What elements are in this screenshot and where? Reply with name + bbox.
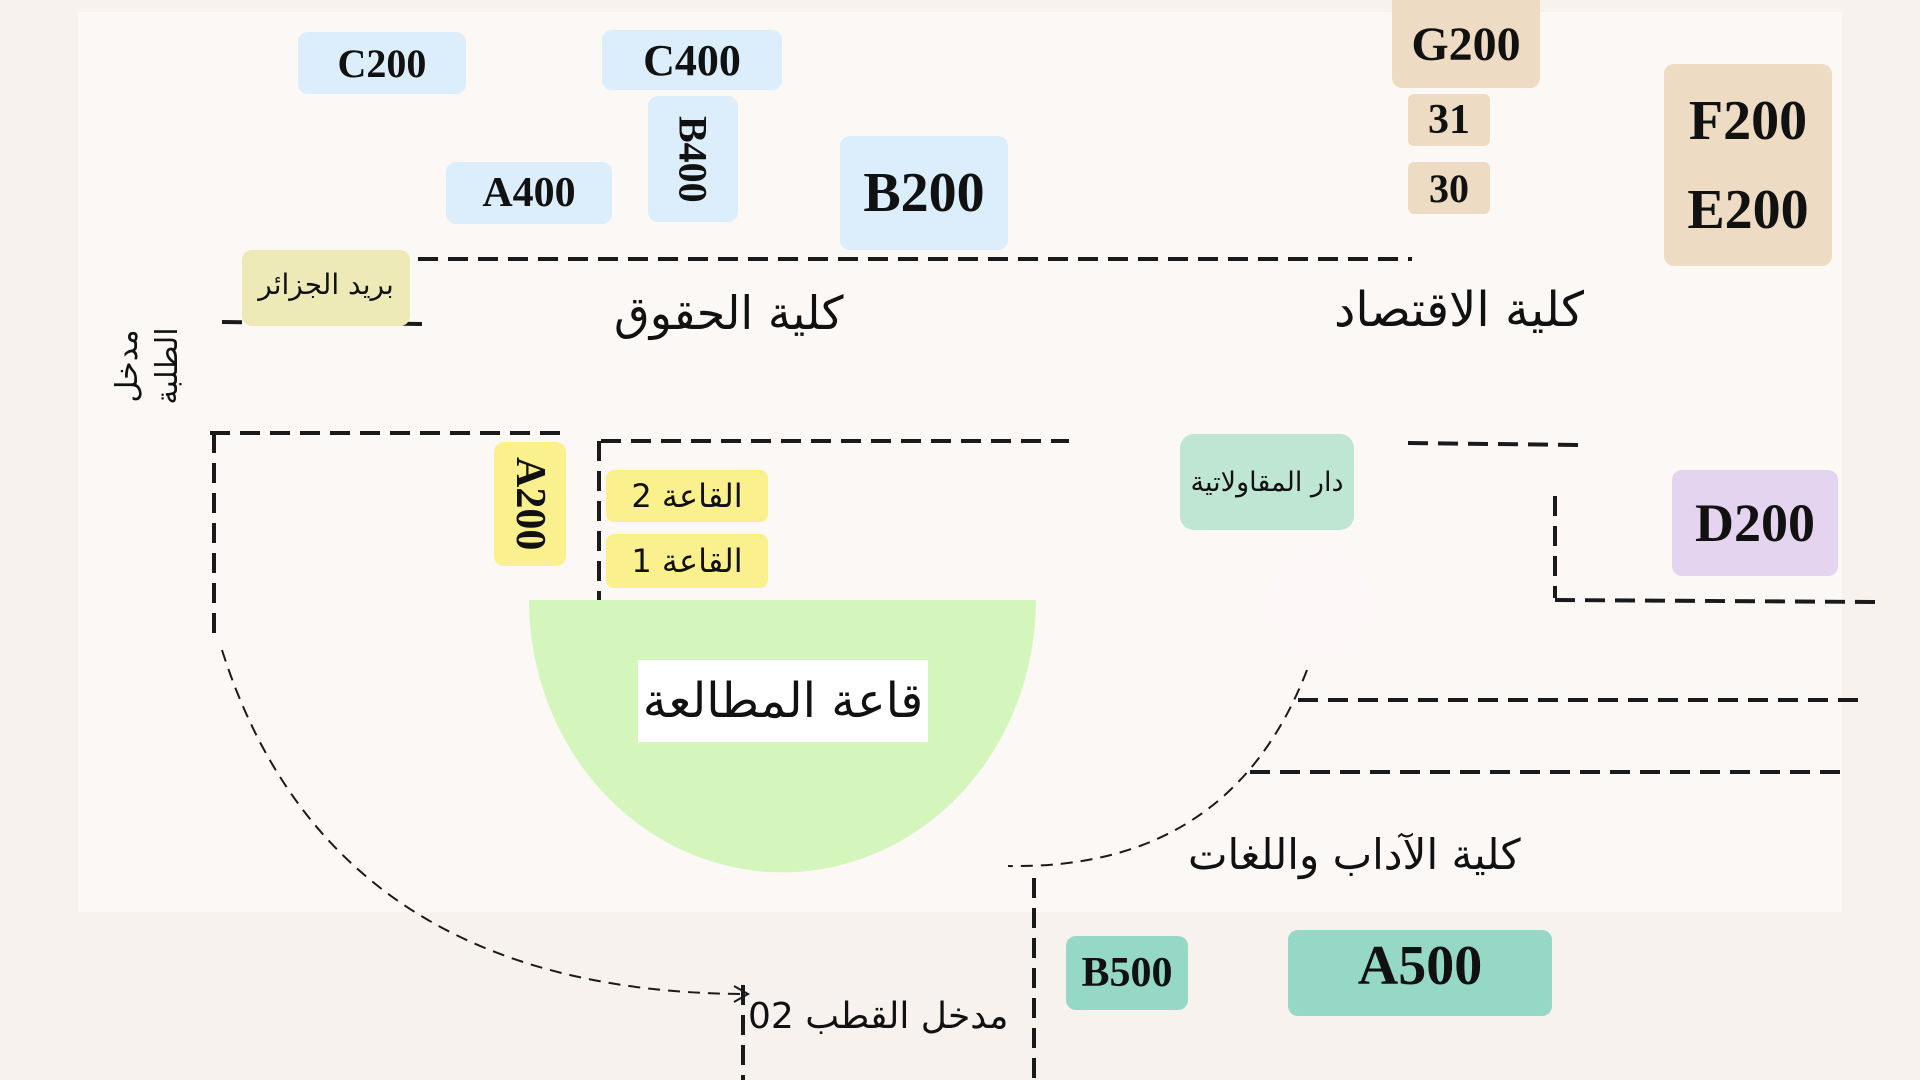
room-f200-label: F200 bbox=[1688, 89, 1808, 152]
hall-2-box: القاعة 2 bbox=[606, 470, 768, 522]
room-31: 31 bbox=[1408, 94, 1490, 146]
economics-faculty-label: كلية الاقتصاد bbox=[1334, 282, 1584, 338]
room-b400: B400 bbox=[648, 96, 738, 222]
arrow-head-icon bbox=[733, 985, 751, 1003]
room-d200: D200 bbox=[1672, 470, 1838, 576]
path-right-bottom bbox=[1554, 598, 1876, 604]
room-b200: B200 bbox=[840, 136, 1008, 250]
room-g200: G200 bbox=[1392, 0, 1540, 88]
room-30: 30 bbox=[1408, 162, 1490, 214]
path-arc-left bbox=[221, 649, 741, 995]
path-arc-right bbox=[1007, 669, 1308, 868]
room-e200-label: E200 bbox=[1687, 178, 1809, 241]
entrepreneurship-house-box: دار المقاولاتية bbox=[1180, 434, 1354, 530]
law-faculty-label: كلية الحقوق bbox=[614, 286, 844, 340]
hall-1-box: القاعة 1 bbox=[606, 534, 768, 588]
path-mid-right bbox=[1407, 441, 1579, 447]
algerie-post-box: بريد الجزائر bbox=[242, 250, 410, 326]
room-c400: C400 bbox=[602, 30, 782, 90]
letters-faculty-label: كلية الآداب واللغات bbox=[1188, 830, 1521, 879]
pole-entrance-label: مدخل القطب 02 bbox=[748, 996, 1009, 1037]
room-a500: A500 bbox=[1288, 930, 1552, 1016]
room-a400: A400 bbox=[446, 162, 612, 224]
room-c200: C200 bbox=[298, 32, 466, 94]
roundabout bbox=[1265, 550, 1375, 660]
room-a200: A200 bbox=[494, 442, 566, 566]
students-entrance-label: مدخل الطلبة bbox=[110, 327, 185, 405]
room-b500: B500 bbox=[1066, 936, 1188, 1010]
reading-room-label: قاعة المطالعة bbox=[638, 660, 928, 742]
room-f200: F200 E200 bbox=[1664, 64, 1832, 266]
